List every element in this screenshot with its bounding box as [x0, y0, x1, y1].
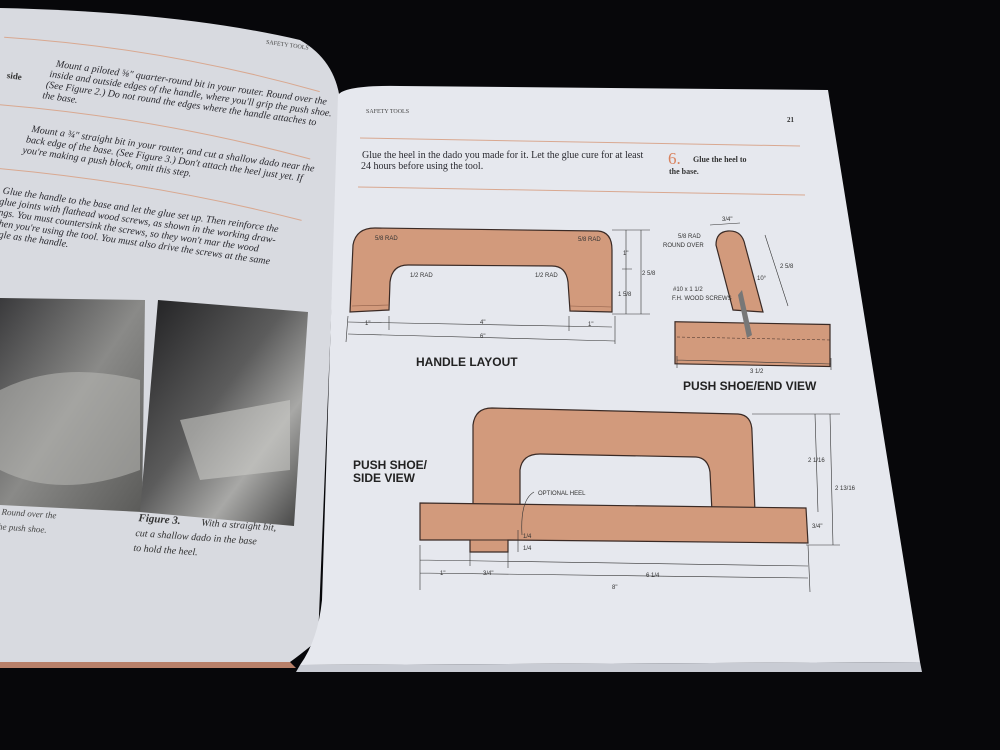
- figure-3-caption: With a straight bit,: [201, 518, 277, 534]
- dim-label: 2 13/16: [835, 486, 856, 492]
- step-text-line: 24 hours before using the tool.: [361, 161, 483, 172]
- handle-layout-diagram: 5/8 RAD 5/8 RAD 1/2 RAD 1/2 RAD 1" 4" 1"…: [345, 227, 656, 369]
- left-page-edge: [0, 662, 296, 668]
- side-view-title: PUSH SHOE/: [353, 458, 428, 472]
- right-page: [300, 85, 920, 666]
- step-title: Glue the heel to: [693, 155, 747, 164]
- figure-2-caption: Round over the: [0, 507, 57, 521]
- dim-label: 2 5/8: [780, 264, 794, 270]
- step-title: the base.: [669, 167, 699, 176]
- optional-heel-label: OPTIONAL HEEL: [538, 491, 586, 497]
- end-view-title: PUSH SHOE/END VIEW: [683, 379, 817, 393]
- dim-label: 3 1/2: [750, 369, 764, 375]
- dim-label: 1": [365, 321, 370, 327]
- figure-3-caption: to hold the heel.: [133, 543, 198, 558]
- side-view-title: SIDE VIEW: [353, 471, 416, 485]
- dim-label: 4": [480, 320, 485, 326]
- figure-3-label: Figure 3.: [137, 512, 181, 527]
- dim-label: 10°: [757, 276, 767, 282]
- dim-label: 5/8 RAD: [678, 234, 701, 240]
- dim-label: 1": [440, 571, 445, 577]
- margin-fragment: side: [6, 70, 22, 82]
- radius-label: 1/2 RAD: [535, 273, 558, 279]
- dim-label: 6 1/4: [646, 573, 660, 579]
- dim-label: ROUND OVER: [663, 243, 704, 249]
- dim-label: 1/4: [523, 534, 532, 540]
- page-number: 21: [787, 116, 795, 124]
- dim-label: 6": [480, 334, 485, 340]
- dim-label: 3/4": [812, 524, 822, 530]
- dim-label: 2 5/8: [642, 271, 656, 277]
- photo-detail: [180, 400, 290, 480]
- radius-label: 5/8 RAD: [375, 236, 398, 242]
- end-view-diagram: 3/4" 5/8 RAD ROUND OVER #10 x 1 1/2 F.H.…: [663, 217, 832, 393]
- dim-label: 1": [588, 322, 593, 328]
- dim-label: #10 x 1 1/2: [673, 287, 703, 293]
- dim-label: F.H. WOOD SCREWS: [672, 296, 732, 302]
- photo-detail: [0, 372, 140, 485]
- left-running-head: SAFETY TOOLS: [266, 40, 309, 52]
- dim-label: 3/4": [722, 217, 732, 223]
- dim-label: 1 5/8: [618, 292, 632, 298]
- step-text-line: the base.: [42, 90, 79, 106]
- figure-2-caption: the push shoe.: [0, 521, 47, 535]
- dim-label: 3/4": [483, 571, 493, 577]
- dim-label: 8": [612, 585, 617, 591]
- dim-label: 2 1/16: [808, 458, 825, 464]
- dim-label: 1/4: [523, 546, 532, 552]
- side-view-diagram: OPTIONAL HEEL 2 1/16 2 13/16 3/4" 1/4 1/…: [353, 407, 856, 593]
- right-page-edge: [296, 662, 922, 672]
- step-text-line: Glue the heel in the dado you made for i…: [362, 150, 644, 161]
- right-running-head: SAFETY TOOLS: [366, 109, 409, 115]
- radius-label: 5/8 RAD: [578, 237, 601, 243]
- handle-layout-title: HANDLE LAYOUT: [416, 355, 518, 369]
- radius-label: 1/2 RAD: [410, 273, 433, 279]
- step-number: 6.: [668, 149, 681, 168]
